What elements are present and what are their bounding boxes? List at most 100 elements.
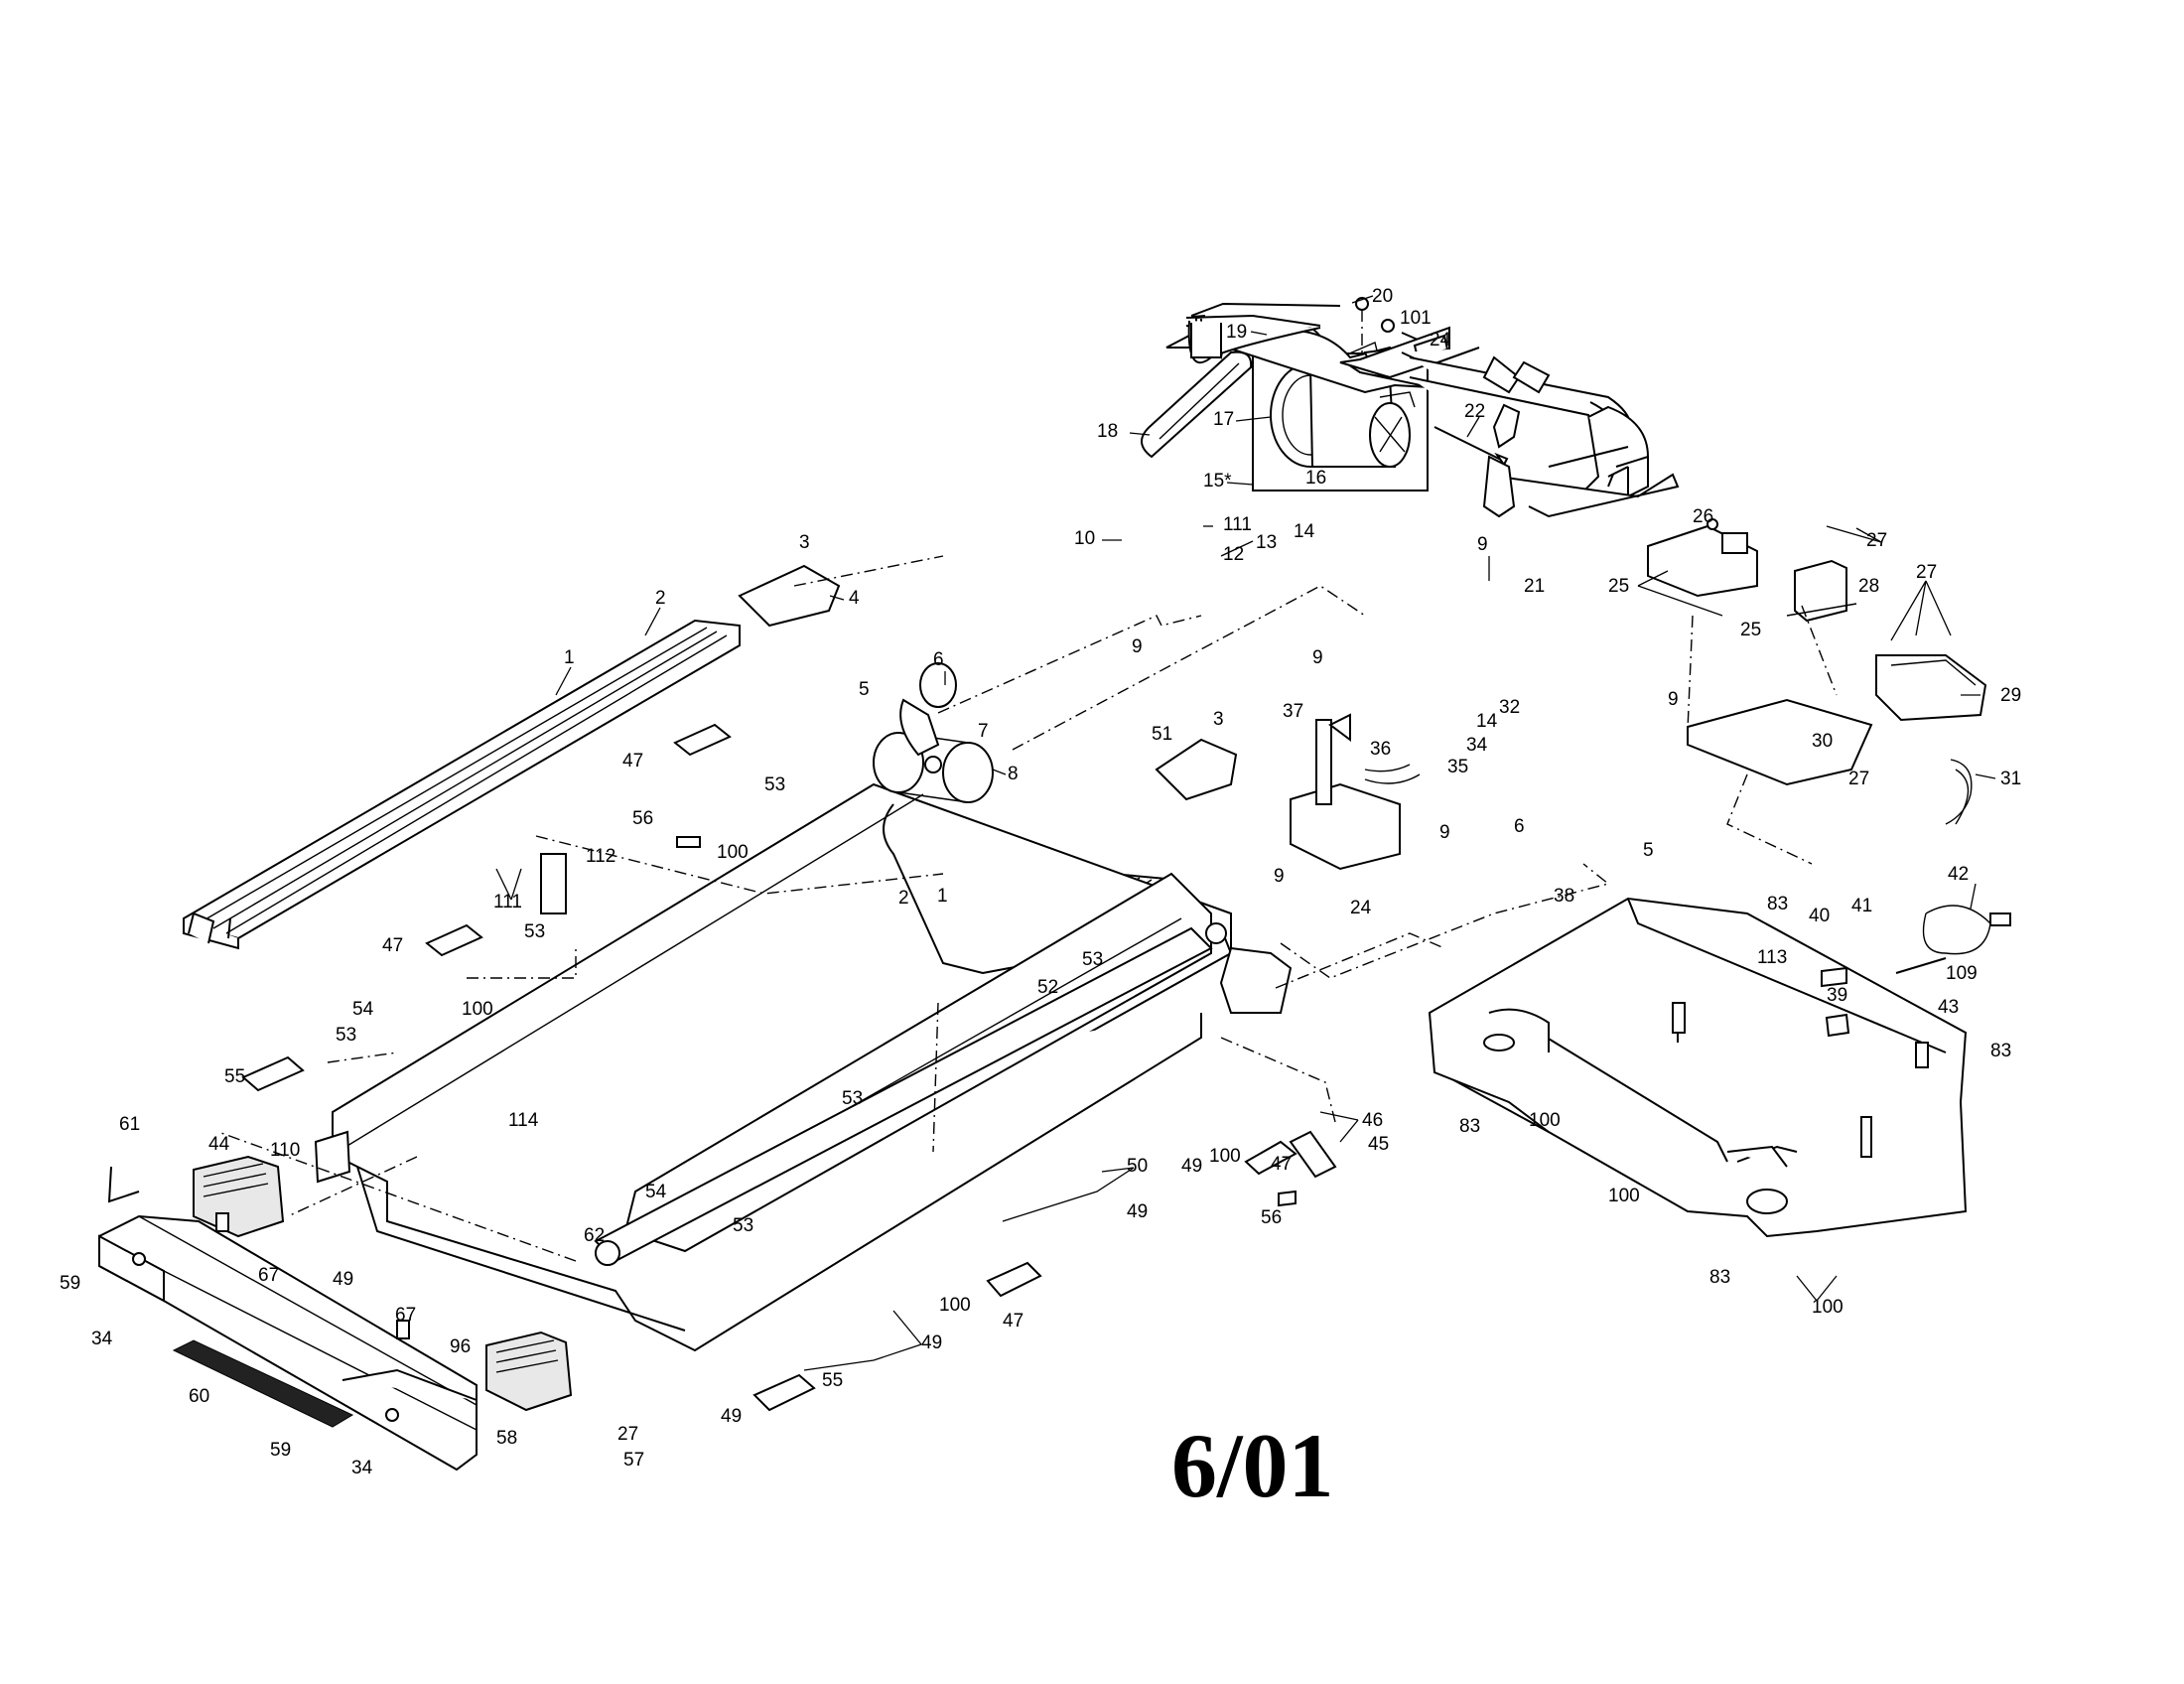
label-p16: 16 <box>1305 468 1326 489</box>
label-p6a: 6 <box>933 649 944 670</box>
label-p53a: 53 <box>764 774 785 795</box>
label-p100b: 100 <box>462 999 493 1020</box>
label-p47b: 47 <box>382 935 403 956</box>
label-p58: 58 <box>496 1428 517 1449</box>
label-p101: 101 <box>1400 308 1432 329</box>
label-p5b: 5 <box>1643 840 1654 861</box>
label-p30: 30 <box>1812 731 1833 752</box>
label-p35: 35 <box>1447 757 1468 777</box>
date-stamp: 6/01 <box>1171 1415 1334 1516</box>
label-p49a: 49 <box>1181 1156 1202 1177</box>
label-p32: 32 <box>1499 697 1520 718</box>
label-p28: 28 <box>1858 576 1879 597</box>
front-foot-right <box>485 1331 573 1412</box>
label-p67a: 67 <box>258 1265 279 1286</box>
label-p25a: 25 <box>1608 576 1629 597</box>
label-p96: 96 <box>450 1336 471 1357</box>
label-p49b: 49 <box>1127 1201 1148 1222</box>
label-p52: 52 <box>1037 977 1058 998</box>
label-p59a: 59 <box>60 1273 80 1294</box>
label-p3a: 3 <box>799 532 810 553</box>
label-p13: 13 <box>1256 532 1277 553</box>
label-p100f: 100 <box>1608 1186 1640 1206</box>
label-p3b: 3 <box>1213 709 1224 730</box>
label-p47a: 47 <box>622 751 643 772</box>
label-p57: 57 <box>623 1450 644 1471</box>
label-p111a: 111 <box>1223 514 1252 535</box>
label-p60: 60 <box>189 1386 209 1407</box>
upright-frame <box>1165 302 1680 518</box>
front-foot-left <box>193 1155 285 1238</box>
label-p14a: 14 <box>1294 521 1315 542</box>
label-p34a: 34 <box>1466 735 1488 756</box>
label-p1a: 1 <box>564 647 575 668</box>
motor-controller <box>1647 518 1758 598</box>
bracket-29 <box>1875 654 1987 722</box>
label-p19: 19 <box>1226 322 1247 343</box>
part-labels: 20 19 101 24 18 17 16 15* 22 10 111 12 1… <box>60 286 2021 1478</box>
label-p111b: 111 <box>493 892 522 912</box>
label-p39: 39 <box>1827 985 1847 1006</box>
front-base <box>98 1214 478 1472</box>
label-p83c: 83 <box>1459 1116 1480 1137</box>
label-p51: 51 <box>1152 724 1172 745</box>
label-p83d: 83 <box>1709 1267 1730 1288</box>
label-p18: 18 <box>1097 421 1118 442</box>
front-roller <box>873 662 994 803</box>
small-parts <box>107 564 1850 1412</box>
label-p109: 109 <box>1946 963 1978 984</box>
label-p100a: 100 <box>717 842 749 863</box>
drive-belt <box>1141 351 1253 459</box>
incline-motor <box>1290 713 1421 871</box>
label-p112: 112 <box>586 846 615 867</box>
label-p44: 44 <box>208 1134 230 1155</box>
label-p62: 62 <box>584 1225 605 1246</box>
label-p61: 61 <box>119 1114 140 1135</box>
label-p56b: 56 <box>1261 1207 1282 1228</box>
label-p5a: 5 <box>859 679 870 700</box>
label-p2a: 2 <box>655 588 666 609</box>
label-p54b: 54 <box>645 1182 667 1202</box>
label-p49c: 49 <box>333 1269 353 1290</box>
label-p53d: 53 <box>1082 949 1103 970</box>
grille-60 <box>172 1339 354 1428</box>
label-p26: 26 <box>1693 506 1713 527</box>
label-p47c: 47 <box>1271 1154 1292 1175</box>
label-p7: 7 <box>978 721 989 742</box>
plate-30 <box>1687 698 1873 786</box>
label-p9b: 9 <box>1132 636 1143 657</box>
label-p36: 36 <box>1370 739 1391 760</box>
label-p24a: 24 <box>1430 330 1451 351</box>
label-p4: 4 <box>849 588 860 609</box>
label-p27c: 27 <box>1848 769 1869 789</box>
leader-lines <box>495 295 1996 1371</box>
label-p8: 8 <box>1008 764 1019 784</box>
label-p100e: 100 <box>1529 1110 1561 1131</box>
label-p45: 45 <box>1368 1134 1389 1155</box>
label-p25b: 25 <box>1740 620 1761 640</box>
label-p46: 46 <box>1362 1110 1383 1131</box>
label-p37: 37 <box>1283 701 1303 722</box>
label-p54a: 54 <box>352 999 374 1020</box>
label-p67b: 67 <box>395 1305 416 1326</box>
label-p53f: 53 <box>733 1215 753 1236</box>
label-p27d: 27 <box>617 1424 638 1445</box>
label-p40: 40 <box>1809 906 1830 926</box>
label-p50: 50 <box>1127 1156 1148 1177</box>
label-p83a: 83 <box>1767 894 1788 914</box>
label-p53b: 53 <box>524 921 545 942</box>
label-p31: 31 <box>2000 769 2021 789</box>
label-p6b: 6 <box>1514 816 1525 837</box>
label-p114: 114 <box>508 1110 539 1131</box>
label-p41: 41 <box>1851 896 1872 916</box>
label-p55a: 55 <box>224 1066 245 1087</box>
label-p110: 110 <box>270 1140 300 1161</box>
label-p49e: 49 <box>721 1406 742 1427</box>
label-p59b: 59 <box>270 1440 291 1461</box>
left-side-rail <box>183 619 741 950</box>
label-p53c: 53 <box>336 1025 356 1046</box>
label-p9d: 9 <box>1439 822 1450 843</box>
label-p24b: 24 <box>1350 898 1372 918</box>
label-p9c: 9 <box>1312 647 1323 668</box>
